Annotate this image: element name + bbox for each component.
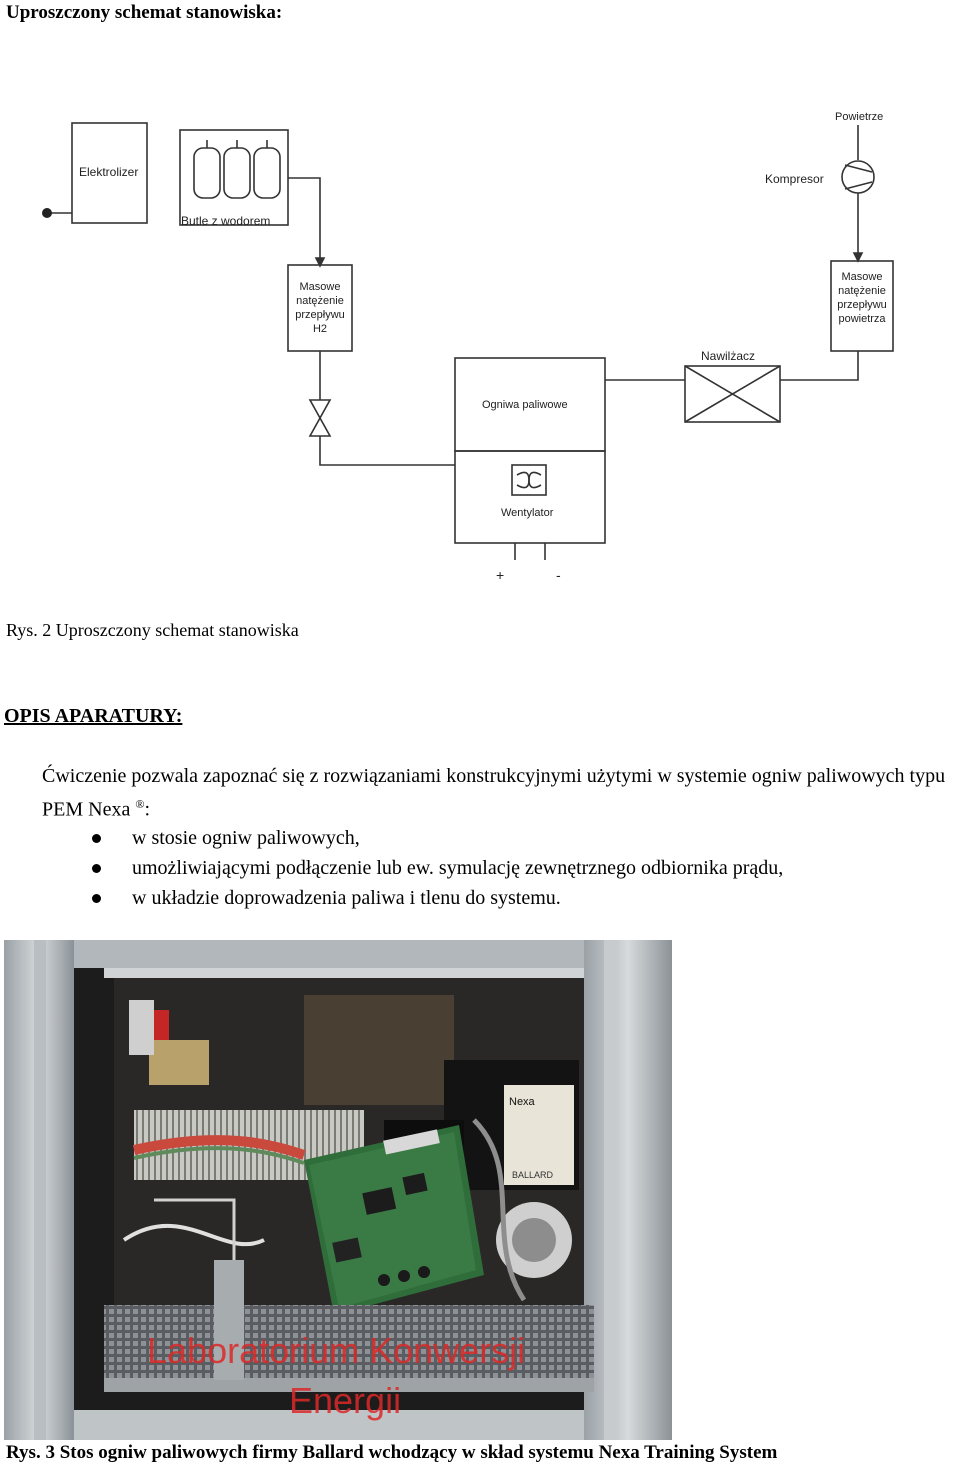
valve-top <box>308 399 332 420</box>
nexa-label: Nexa <box>509 1096 536 1108</box>
watermark-line1: Laboratorium Konwersji <box>147 1330 526 1371</box>
bullet-icon <box>92 894 101 903</box>
butle-box <box>179 129 289 226</box>
masowe-h2-line3: przepływu <box>295 309 345 321</box>
masowe-h2-box <box>287 264 353 352</box>
station-diagram: Elektrolizer Butle z wodorem Powietrze K… <box>42 111 894 583</box>
intro-text: Ćwiczenie pozwala zapoznać się z rozwiąz… <box>42 765 946 821</box>
nawilzacz-box <box>684 365 781 423</box>
masowe-pow-line1: Masowe <box>842 271 883 283</box>
photo-illustration: Nexa BALLARD <box>4 940 672 1440</box>
minus-label: - <box>556 567 561 583</box>
elektrolizer-box <box>71 122 148 224</box>
nawilzacz-label: Nawilżacz <box>701 349 755 363</box>
ballard-label: BALLARD <box>512 1170 554 1180</box>
bullet-icon <box>92 834 101 843</box>
masowe-pow-line2: natężenie <box>838 285 886 297</box>
ogniwa-label: Ogniwa paliwowe <box>482 399 568 411</box>
masowe-h2-line1: Masowe <box>300 281 341 293</box>
fuel-cell-photo: Nexa BALLARD Laboratorium Konwersji Ener… <box>4 940 672 1440</box>
bullet-icon <box>92 864 101 873</box>
masowe-h2-line2: natężenie <box>296 295 344 307</box>
masowe-pow-line4: powietrza <box>838 313 886 325</box>
list-item: w stosie ogniw paliwowych, <box>42 823 960 853</box>
power-dot <box>42 208 52 218</box>
masowe-pow-line3: przepływu <box>837 299 887 311</box>
list-item: w układzie doprowadzenia paliwa i tlenu … <box>42 883 960 913</box>
elektrolizer-label: Elektrolizer <box>79 165 138 179</box>
feature-list: w stosie ogniw paliwowych, umożliwiający… <box>42 823 960 913</box>
registered-mark: ® <box>135 797 145 811</box>
figure-caption-3: Rys. 3 Stos ogniw paliwowych firmy Balla… <box>6 1442 778 1463</box>
section-title: OPIS APARATURY: <box>4 705 183 727</box>
wentylator-label: Wentylator <box>501 507 554 519</box>
powietrze-label: Powietrze <box>835 111 883 123</box>
kompresor-label: Kompresor <box>765 172 824 186</box>
figure-caption-2: Rys. 2 Uproszczony schemat stanowiska <box>6 620 299 640</box>
page-heading: Uproszczony schemat stanowiska: <box>6 2 283 23</box>
list-item: umożliwiającymi podłączenie lub ew. symu… <box>42 853 960 883</box>
watermark-line2: Energii <box>289 1380 402 1421</box>
intro-paragraph: Ćwiczenie pozwala zapoznać się z rozwiąz… <box>42 762 952 824</box>
intro-colon: : <box>144 798 151 821</box>
masowe-h2-line4: H2 <box>313 323 327 335</box>
masowe-pow-box <box>830 260 894 352</box>
plus-label: + <box>496 567 504 583</box>
butle-label: Butle z wodorem <box>181 214 270 228</box>
valve-bottom <box>308 416 332 437</box>
wentylator-box <box>454 450 606 544</box>
